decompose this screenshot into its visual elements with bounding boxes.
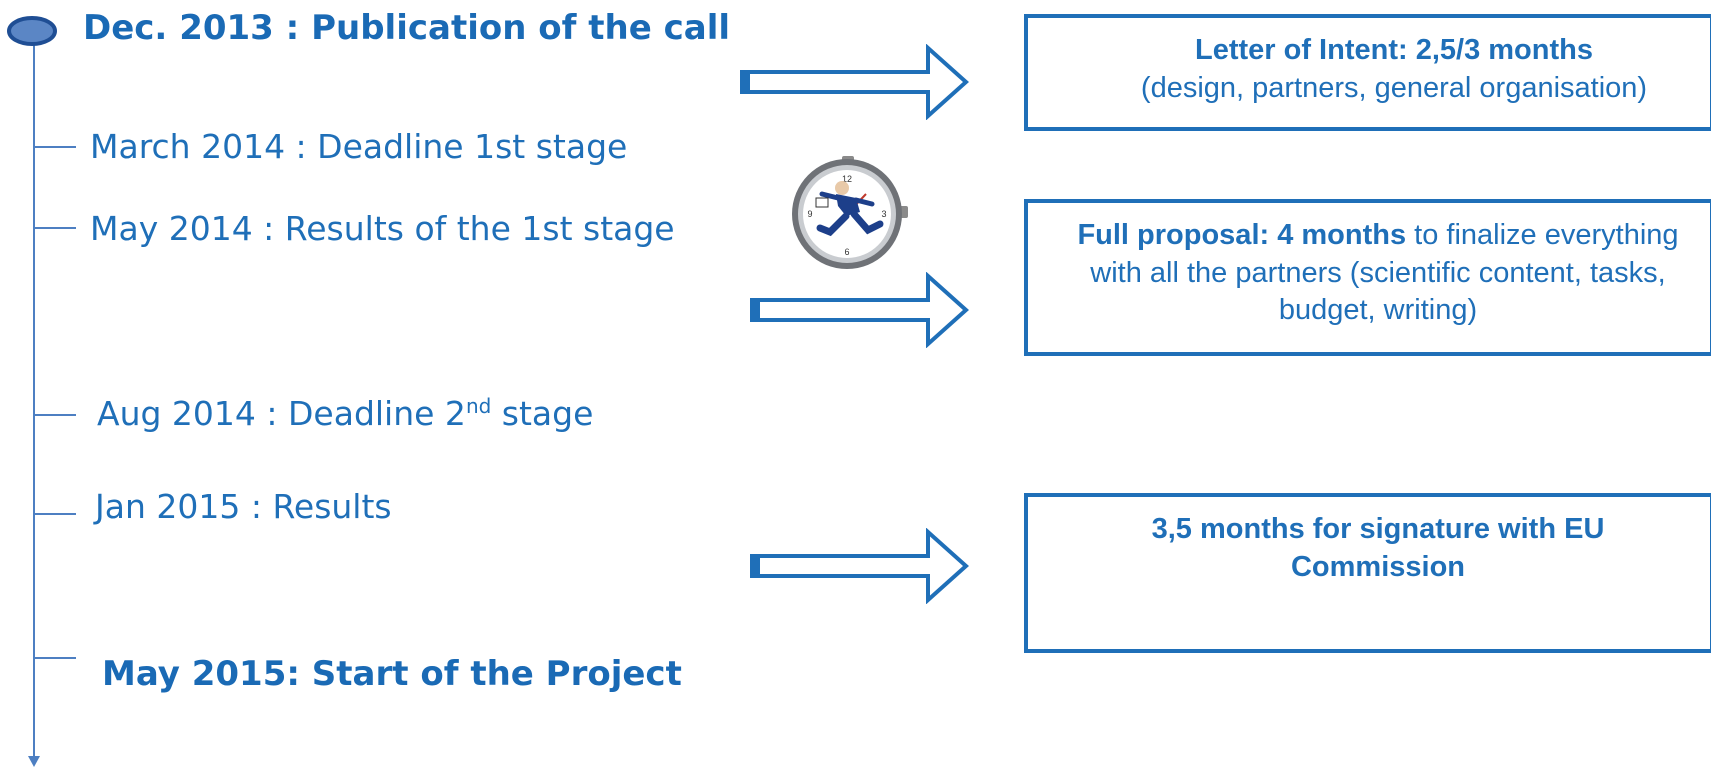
event-deadline-2nd-stage-text: Aug 2014 : Deadline 2: [97, 394, 466, 433]
timeline-start-marker: [7, 16, 57, 46]
box-letter-of-intent-text: Letter of Intent: 2,5/3 months (design, …: [1104, 32, 1684, 107]
box-letter-of-intent-detail: (design, partners, general organisation): [1140, 71, 1648, 104]
svg-text:3: 3: [881, 209, 886, 219]
event-deadline-2nd-stage-sup: nd: [465, 394, 492, 418]
arrow-icon: [750, 528, 969, 604]
event-results-1st-stage: May 2014 : Results of the 1st stage: [90, 209, 675, 248]
event-results: Jan 2015 : Results: [95, 487, 392, 526]
box-signature: [1024, 493, 1711, 653]
box-signature-text: 3,5 months for signature with EU Commiss…: [1078, 511, 1678, 586]
box-signature-bold: 3,5 months for signature with EU Commiss…: [1151, 513, 1605, 583]
box-full-proposal-bold: Full proposal: 4 months: [1077, 219, 1407, 251]
svg-text:6: 6: [844, 247, 849, 257]
event-start-project: May 2015: Start of the Project: [102, 654, 682, 694]
box-full-proposal: [1024, 199, 1711, 356]
svg-text:9: 9: [807, 209, 812, 219]
event-deadline-2nd-stage: Aug 2014 : Deadline 2nd stage: [97, 394, 593, 433]
box-letter-of-intent-bold: Letter of Intent: 2,5/3 months: [1195, 34, 1593, 66]
arrow-icon: [750, 272, 969, 348]
box-full-proposal-detail: to finalize everything with all the part…: [1090, 219, 1679, 327]
box-full-proposal-text: Full proposal: 4 months to finalize ever…: [1072, 217, 1684, 330]
event-publication-call: Dec. 2013 : Publication of the call: [83, 8, 731, 48]
box-letter-of-intent: [1024, 14, 1711, 131]
running-man-clock-icon: 12 3 6 9: [792, 156, 908, 269]
timeline-arrowhead: [28, 756, 40, 767]
svg-text:12: 12: [842, 174, 852, 184]
event-deadline-1st-stage: March 2014 : Deadline 1st stage: [90, 127, 628, 166]
arrow-icon: [740, 44, 969, 120]
event-deadline-2nd-stage-suffix: stage: [491, 394, 594, 433]
